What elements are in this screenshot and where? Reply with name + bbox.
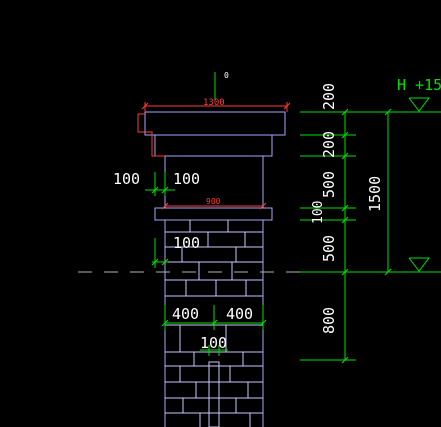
band-slab (154, 207, 273, 221)
elevation-label: H +15 (397, 76, 441, 94)
left-dimension-lines (145, 172, 267, 356)
dim-cap-top: 200 (320, 83, 338, 110)
cap-width-label: 1300 (203, 98, 225, 108)
dim-total-height: 1500 (366, 176, 384, 212)
dim-upper-shaft: 500 (320, 235, 338, 262)
elevation-marker-ground (408, 257, 431, 272)
half-left-dim: 400 (172, 305, 199, 323)
elevation-marker-top (408, 97, 431, 112)
shaft-width-dimension (161, 202, 267, 210)
half-right-dim: 400 (226, 305, 253, 323)
gap-dim-left: 100 (113, 170, 140, 188)
dim-lower-shaft: 800 (320, 307, 338, 334)
gap-dim-right: 100 (173, 170, 200, 188)
axis-marker-label: 0 (224, 71, 229, 80)
dim-cap-lower: 200 (320, 131, 338, 158)
offset-dim: 100 (173, 234, 200, 252)
dim-band: 100 (311, 201, 326, 224)
dim-neck: 500 (320, 171, 338, 198)
shaft-width-label: 900 (206, 197, 221, 206)
cap-lower-slab (154, 134, 273, 157)
joint-dim: 100 (200, 334, 227, 352)
cap-width-dimension (137, 102, 291, 157)
vertical-dimension-chain (300, 108, 441, 364)
